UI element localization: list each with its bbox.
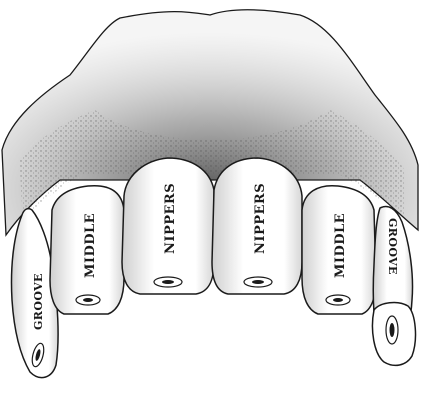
label-nippers-left: NIPPERS <box>163 183 178 254</box>
cup-mark-inner <box>390 323 395 337</box>
label-middle-right: MIDDLE <box>333 213 348 278</box>
cup-mark-inner <box>333 298 343 302</box>
label-middle-left: MIDDLE <box>83 213 98 278</box>
cup-mark-inner <box>83 298 93 302</box>
cup-mark-inner <box>252 280 264 284</box>
label-nippers-right: NIPPERS <box>253 183 268 254</box>
label-groove-right: GROOVE <box>386 218 399 275</box>
cup-mark-inner <box>162 280 174 284</box>
label-groove-left: GROOVE <box>32 273 45 330</box>
